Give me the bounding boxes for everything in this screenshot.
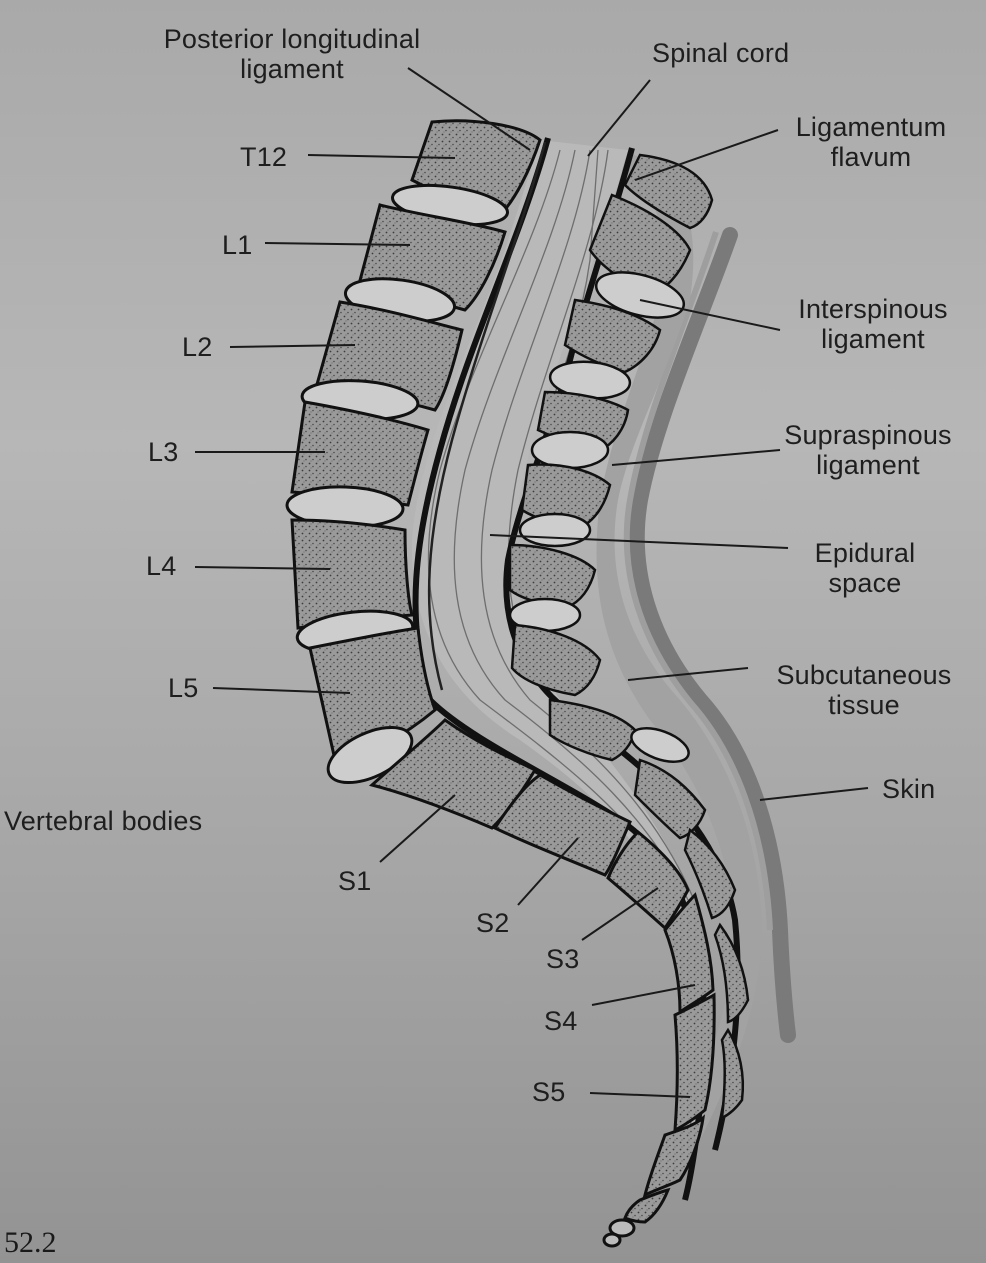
label-spinal-cord: Spinal cord — [652, 38, 789, 68]
label-vertebral-bodies: Vertebral bodies — [4, 806, 202, 836]
label-l4: L4 — [146, 551, 176, 581]
label-t12: T12 — [240, 142, 287, 172]
label-l1: L1 — [222, 230, 252, 260]
figure-number: 52.2 — [4, 1226, 57, 1260]
label-l2: L2 — [182, 332, 212, 362]
label-skin: Skin — [882, 774, 935, 804]
label-ligamentum-flavum: Ligamentum flavum — [776, 112, 966, 172]
label-l5: L5 — [168, 673, 198, 703]
coccyx-4 — [604, 1234, 620, 1246]
label-s2: S2 — [476, 908, 509, 938]
label-s3: S3 — [546, 944, 579, 974]
interspinous-4 — [520, 514, 590, 546]
label-epidural-space: Epidural space — [790, 538, 940, 598]
interspinous-3 — [532, 432, 608, 468]
label-l3: L3 — [148, 437, 178, 467]
label-subcutaneous-tissue: Subcutaneous tissue — [750, 660, 978, 720]
label-s5: S5 — [532, 1077, 565, 1107]
label-supraspinous-ligament: Supraspinous ligament — [762, 420, 974, 480]
label-posterior-longitudinal-ligament: Posterior longitudinal ligament — [136, 24, 448, 84]
label-s4: S4 — [544, 1006, 577, 1036]
label-interspinous-ligament: Interspinous ligament — [778, 294, 968, 354]
label-s1: S1 — [338, 866, 371, 896]
